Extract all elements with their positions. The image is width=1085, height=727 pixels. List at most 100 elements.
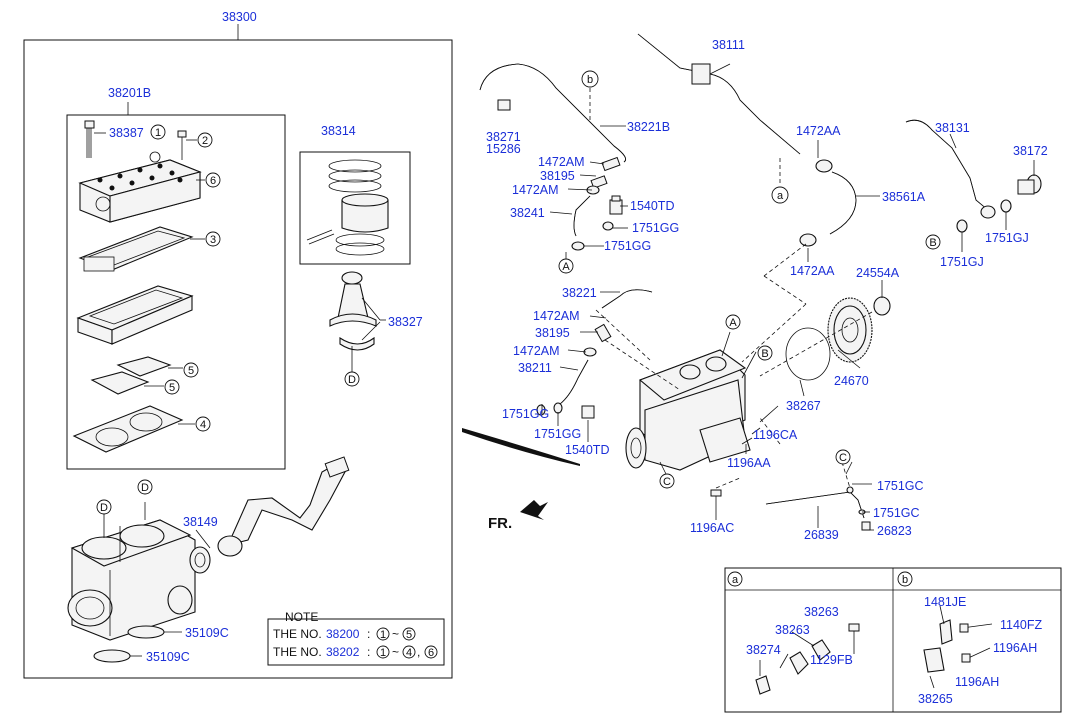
hose-38211-part[interactable] xyxy=(536,359,595,419)
hose-38561A-part[interactable] xyxy=(799,159,857,247)
marker-B: B xyxy=(925,234,941,250)
callout-1472AM[interactable]: 1472AM xyxy=(513,344,560,358)
callout-1196AA[interactable]: 1196AA xyxy=(727,456,771,470)
callout-1140FZ[interactable]: 1140FZ xyxy=(1000,618,1043,632)
callout-38263[interactable]: 38263 xyxy=(775,623,810,637)
callout-26823[interactable]: 26823 xyxy=(877,524,912,538)
pipe-38221-part[interactable] xyxy=(583,289,653,357)
note-line2-extra: 6 xyxy=(428,647,434,659)
callout-38149[interactable]: 38149 xyxy=(183,515,218,529)
callout-35109C[interactable]: 35109C xyxy=(185,626,229,640)
callout-1481JE[interactable]: 1481JE xyxy=(924,595,966,609)
note-line2-range-end: 4 xyxy=(406,647,412,659)
pipe-38111-part[interactable] xyxy=(637,33,801,186)
bolt-1196-part[interactable] xyxy=(710,405,779,512)
bolt-part[interactable] xyxy=(177,130,187,160)
callout-38172[interactable]: 38172 xyxy=(1013,144,1048,158)
callout-1751GC[interactable]: 1751GC xyxy=(873,506,920,520)
callout-1472AM[interactable]: 1472AM xyxy=(538,155,585,169)
callout-1751GG[interactable]: 1751GG xyxy=(502,407,549,421)
callout-38221B[interactable]: 38221B xyxy=(627,120,670,134)
valve-plate-part[interactable] xyxy=(76,285,194,345)
callout-24670[interactable]: 24670 xyxy=(834,374,869,388)
leader-lines-left xyxy=(94,132,386,657)
piston-part[interactable] xyxy=(306,159,389,256)
callout-38201B[interactable]: 38201B xyxy=(108,86,151,100)
callout-38327[interactable]: 38327 xyxy=(388,315,423,329)
callout-38265[interactable]: 38265 xyxy=(918,692,953,706)
crankshaft-part[interactable] xyxy=(189,456,350,574)
head-gasket-part[interactable] xyxy=(72,405,184,453)
plug-1540TD-part[interactable] xyxy=(609,195,623,215)
note-line1-number[interactable]: 38200 xyxy=(326,627,360,641)
callout-1196CA[interactable]: 1196CA xyxy=(753,428,798,442)
callout-1196AH[interactable]: 1196AH xyxy=(993,641,1037,655)
pipe-38131-part[interactable] xyxy=(905,119,1012,233)
svg-text:3: 3 xyxy=(210,234,216,246)
note-box xyxy=(267,618,445,666)
pipe-26839-part[interactable] xyxy=(765,486,871,531)
callout-38263[interactable]: 38263 xyxy=(804,605,839,619)
gasket-part[interactable] xyxy=(78,226,194,272)
callout-1472AA[interactable]: 1472AA xyxy=(790,264,835,278)
connecting-rod-part[interactable] xyxy=(329,271,377,351)
callout-38131[interactable]: 38131 xyxy=(935,121,970,135)
crankcase-part[interactable] xyxy=(67,519,196,641)
callout-1472AM[interactable]: 1472AM xyxy=(512,183,559,197)
callout-38314[interactable]: 38314 xyxy=(321,124,356,138)
callout-1196AH[interactable]: 1196AH xyxy=(955,675,999,689)
compressor-part[interactable] xyxy=(625,349,751,471)
callout-38300[interactable]: 38300 xyxy=(222,10,257,24)
callout-38274[interactable]: 38274 xyxy=(746,643,781,657)
svg-text:b: b xyxy=(902,574,908,586)
callout-1751GG[interactable]: 1751GG xyxy=(632,221,679,235)
hose-38241-part[interactable] xyxy=(571,195,614,251)
callout-38271[interactable]: 38271 xyxy=(486,130,521,144)
o-ring-38267-part[interactable] xyxy=(785,327,831,381)
callout-1751GJ[interactable]: 1751GJ xyxy=(940,255,984,269)
callout-1751GC[interactable]: 1751GC xyxy=(877,479,924,493)
gear-24670-part[interactable] xyxy=(827,296,891,363)
clip-part[interactable] xyxy=(923,605,993,689)
marker-A: A xyxy=(558,258,574,274)
callout-1472AM[interactable]: 1472AM xyxy=(533,309,580,323)
callout-35109C[interactable]: 35109C xyxy=(146,650,190,664)
note-line2-colon: : xyxy=(367,645,370,659)
callout-38111[interactable]: 38111 xyxy=(712,38,745,52)
callout-38211[interactable]: 38211 xyxy=(518,361,552,375)
callout-38241[interactable]: 38241 xyxy=(510,206,545,220)
svg-text:6: 6 xyxy=(210,175,216,187)
callout-1540TD[interactable]: 1540TD xyxy=(565,443,609,457)
callout-26839[interactable]: 26839 xyxy=(804,528,839,542)
svg-text:B: B xyxy=(929,237,936,249)
callout-38195[interactable]: 38195 xyxy=(540,169,575,183)
plug-part[interactable] xyxy=(93,625,165,663)
callout-38561A[interactable]: 38561A xyxy=(882,190,926,204)
marker-B: B xyxy=(757,345,773,361)
note-text: NOTE THE NO. 38200 : 1 ~ 5 THE NO. 38202… xyxy=(273,610,438,659)
callout-1540TD[interactable]: 1540TD xyxy=(630,199,674,213)
bolt-part[interactable] xyxy=(84,120,95,158)
callout-38221[interactable]: 38221 xyxy=(562,286,597,300)
small-gasket-part[interactable] xyxy=(90,356,172,395)
fitting-38172-part[interactable] xyxy=(1017,174,1042,195)
callout-24554A[interactable]: 24554A xyxy=(856,266,900,280)
svg-text:A: A xyxy=(562,261,570,273)
callout-38387[interactable]: 38387 xyxy=(109,126,144,140)
pipe-38221B-part[interactable] xyxy=(479,63,627,163)
callout-1751GG[interactable]: 1751GG xyxy=(534,427,581,441)
callout-1751GJ[interactable]: 1751GJ xyxy=(985,231,1029,245)
callout-1129FB[interactable]: 1129FB xyxy=(810,653,853,667)
callout-15286[interactable]: 15286 xyxy=(486,142,521,156)
bracket-part[interactable] xyxy=(755,623,860,695)
note-line2-number[interactable]: 38202 xyxy=(326,645,360,659)
cylinder-head-part[interactable] xyxy=(78,151,202,223)
note-line1-tilde: ~ xyxy=(392,627,399,641)
callout-1472AA[interactable]: 1472AA xyxy=(796,124,841,138)
callout-38195[interactable]: 38195 xyxy=(535,326,570,340)
callout-38267[interactable]: 38267 xyxy=(786,399,821,413)
callout-1196AC[interactable]: 1196AC xyxy=(690,521,734,535)
legend-table xyxy=(724,567,1062,713)
callout-1751GG[interactable]: 1751GG xyxy=(604,239,651,253)
note-line2-range-start: 1 xyxy=(380,647,386,659)
